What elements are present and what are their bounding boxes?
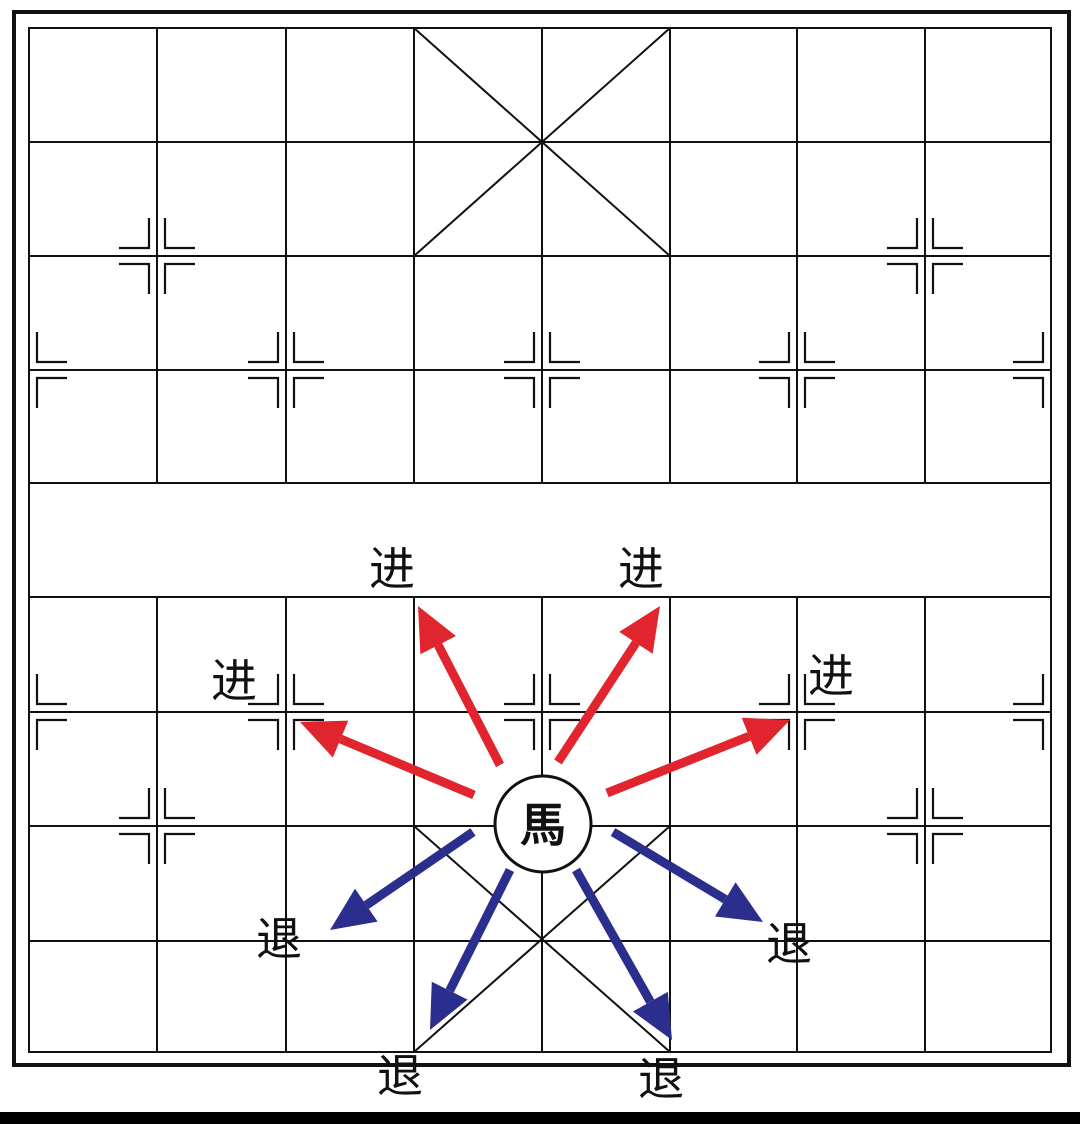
position-mark (119, 832, 151, 864)
label-retreat-4: 退 (638, 1052, 684, 1106)
position-mark (292, 376, 324, 408)
palace-diagonal (413, 825, 671, 1053)
position-mark (504, 674, 536, 706)
label-advance-1: 进 (369, 542, 415, 596)
position-mark (35, 376, 67, 408)
retreat-arrow-shaft (610, 828, 728, 904)
position-mark (548, 332, 580, 364)
position-mark (759, 332, 791, 364)
position-mark (248, 718, 280, 750)
position-mark (119, 218, 151, 250)
advance-arrow-head (619, 606, 660, 654)
retreat-arrow (572, 867, 672, 1040)
retreat-arrow-shaft (363, 828, 476, 909)
position-mark (163, 832, 195, 864)
position-mark (1013, 376, 1045, 408)
position-mark (504, 718, 536, 750)
position-mark (759, 376, 791, 408)
position-mark (803, 332, 835, 364)
position-mark (548, 376, 580, 408)
position-mark (887, 262, 919, 294)
retreat-arrow-head (430, 981, 468, 1030)
label-retreat-2: 退 (766, 917, 812, 971)
position-mark (931, 788, 963, 820)
advance-arrow (554, 606, 660, 765)
position-mark (931, 832, 963, 864)
position-mark (292, 718, 324, 750)
position-mark (248, 674, 280, 706)
label-advance-2: 进 (618, 542, 664, 596)
advance-arrow (300, 720, 476, 800)
retreat-arrow-head (330, 888, 378, 930)
position-mark (119, 262, 151, 294)
advance-arrow-shaft (605, 732, 751, 798)
position-mark (548, 718, 580, 750)
palace-lines (413, 27, 671, 1053)
retreat-arrow (610, 828, 763, 922)
position-mark (35, 674, 67, 706)
position-mark (1013, 332, 1045, 364)
advance-arrow-shaft (554, 640, 640, 765)
bottom-bar (0, 1112, 1080, 1124)
retreat-arrow-shaft (572, 867, 655, 1004)
position-mark (292, 674, 324, 706)
position-mark (504, 376, 536, 408)
position-mark (887, 788, 919, 820)
board-outer-frame (12, 10, 1071, 1067)
advance-arrow-head (418, 606, 456, 655)
position-mark (248, 332, 280, 364)
retreat-arrow-shaft (445, 867, 515, 993)
position-marks (35, 218, 1045, 864)
position-mark (803, 718, 835, 750)
palace-diagonal (413, 27, 671, 257)
horse-piece (493, 774, 593, 874)
position-mark (119, 788, 151, 820)
advance-arrow-shaft (338, 734, 476, 800)
position-mark (887, 832, 919, 864)
position-mark (163, 788, 195, 820)
position-mark (548, 674, 580, 706)
position-mark (248, 376, 280, 408)
position-mark (887, 218, 919, 250)
retreat-arrow (330, 828, 476, 930)
label-retreat-1: 退 (256, 912, 302, 966)
label-retreat-3: 退 (377, 1049, 423, 1103)
advance-arrow-shaft (434, 643, 504, 768)
retreat-arrow-head (632, 991, 672, 1040)
position-mark (163, 262, 195, 294)
position-mark (1013, 718, 1045, 750)
position-mark (1013, 674, 1045, 706)
board-grid (28, 27, 1052, 1053)
advance-arrow-head (300, 720, 349, 758)
move-arrows (300, 606, 790, 1040)
position-mark (931, 218, 963, 250)
position-mark (35, 332, 67, 364)
position-mark (292, 332, 324, 364)
position-mark (931, 262, 963, 294)
label-advance-3: 进 (211, 654, 257, 708)
retreat-arrow (430, 867, 515, 1030)
position-mark (759, 674, 791, 706)
advance-arrow (418, 606, 504, 768)
label-advance-4: 进 (808, 649, 854, 703)
position-mark (803, 674, 835, 706)
horse-piece-char: 馬 (520, 798, 566, 852)
position-mark (504, 332, 536, 364)
position-mark (163, 218, 195, 250)
retreat-arrow-head (714, 882, 763, 922)
advance-arrow-head (741, 717, 790, 755)
board-inner-frame (28, 27, 1052, 1053)
position-mark (803, 376, 835, 408)
position-mark (35, 718, 67, 750)
advance-arrow (605, 717, 790, 798)
